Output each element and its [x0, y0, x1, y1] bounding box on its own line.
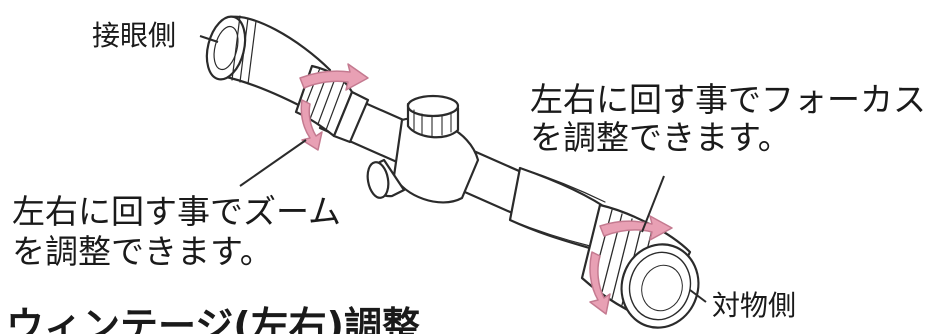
focus-label-line2: を調整できます。: [530, 118, 791, 157]
objective-label: 対物側: [712, 289, 797, 322]
focus-label-line1: 左右に回す事でフォーカス: [530, 80, 926, 119]
leader-focus: [641, 175, 665, 233]
leader-eyepiece: [199, 35, 219, 43]
zoom-label-line1: 左右に回す事でズーム: [12, 192, 342, 231]
zoom-arrow-top: [299, 63, 369, 91]
eyepiece-bell: [220, 15, 332, 114]
leader-objective: [689, 289, 707, 303]
zoom-label-line2: を調整できます。: [12, 232, 273, 271]
zoom-arrow-side: [300, 99, 323, 151]
eyepiece-label: 接眼側: [92, 19, 177, 52]
focus-arrow-side: [589, 251, 611, 315]
focus-arrow-top: [599, 215, 673, 241]
section-heading: ウィンテージ(左右)調整: [6, 304, 420, 334]
leader-zoom: [239, 139, 307, 187]
